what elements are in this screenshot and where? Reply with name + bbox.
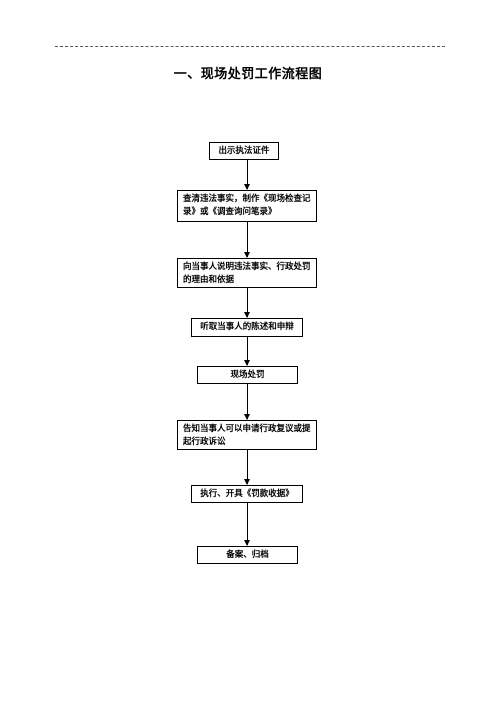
step-inform-rights: 告知当事人可以申请行政复议或提起行政诉讼 [177,420,317,450]
flow-arrow [244,288,250,318]
step-explain-reasons: 向当事人说明违法事实、行政处罚的理由和依据 [177,258,317,288]
step-hear-statements: 听取当事人的陈述和申辩 [191,318,303,337]
step-file-archive: 备案、归档 [197,546,298,564]
header-rule [55,46,445,47]
flow-arrow [244,222,250,258]
flow-arrow [244,503,250,546]
step-show-credentials: 出示执法证件 [209,142,279,160]
page-title: 一、现场处罚工作流程图 [173,67,323,82]
flow-arrow [244,160,250,190]
flow-arrow [244,450,250,485]
step-on-site-penalty: 现场处罚 [197,366,298,384]
step-investigate-facts: 查清违法事实，制作《现场检查记录》或《调查询问笔录》 [177,190,317,222]
flow-arrow [244,337,250,366]
flow-arrow [244,384,250,420]
step-execute-receipt: 执行、开具《罚款收据》 [191,485,303,503]
